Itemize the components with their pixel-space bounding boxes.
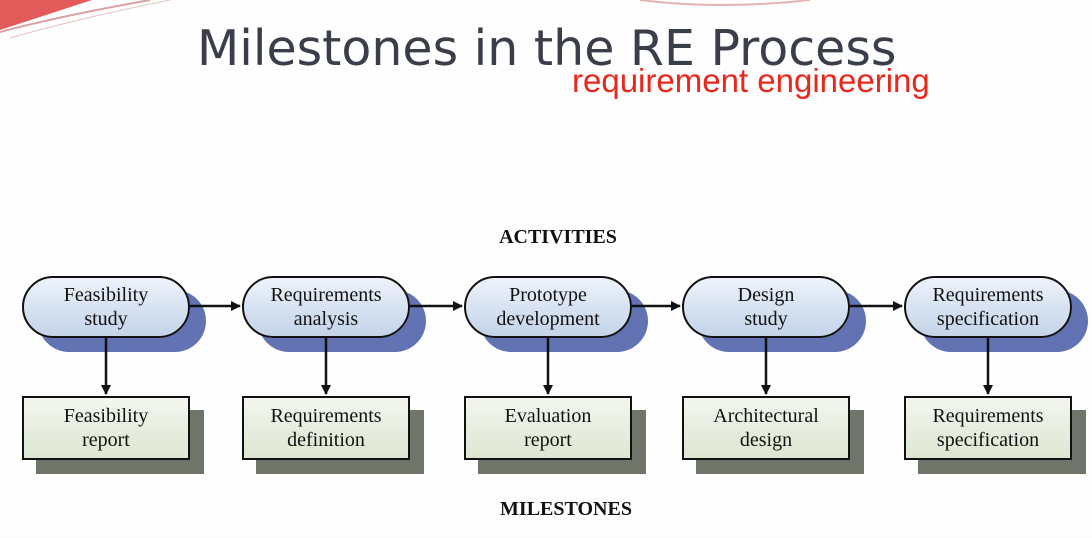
activity-line: analysis — [293, 308, 359, 330]
milestone-line: Architectural — [713, 405, 819, 427]
milestone-requirements-specification: Requirements specification — [904, 396, 1072, 460]
activity-line: specification — [936, 308, 1040, 330]
milestones-label: MILESTONES — [500, 498, 632, 520]
activity-feasibility-study: Feasibility study — [22, 276, 190, 338]
activity-design-study: Design study — [682, 276, 850, 338]
activity-prototype-development: Prototype development — [464, 276, 632, 338]
milestone-requirements-definition: Requirements definition — [242, 396, 410, 460]
activity-line: Design — [737, 284, 795, 306]
milestone-line: Evaluation — [504, 405, 592, 427]
activity-requirements-analysis: Requirements analysis — [242, 276, 410, 338]
milestone-line: definition — [287, 429, 365, 451]
milestone-evaluation-report: Evaluation report — [464, 396, 632, 460]
milestone-line: specification — [936, 429, 1040, 451]
milestone-line: report — [82, 429, 130, 451]
milestone-line: Requirements — [932, 405, 1044, 427]
activity-line: Requirements — [932, 284, 1044, 306]
slide-title: Milestones in the RE Process — [197, 20, 897, 77]
activity-line: Feasibility — [63, 284, 149, 306]
milestone-architectural-design: Architectural design — [682, 396, 850, 460]
activity-line: study — [84, 308, 128, 330]
activity-line: development — [496, 308, 600, 330]
milestone-line: report — [524, 429, 572, 451]
activity-line: study — [744, 308, 788, 330]
activities-label: ACTIVITIES — [499, 226, 617, 248]
milestone-line: Requirements — [270, 405, 382, 427]
milestone-feasibility-report: Feasibility report — [22, 396, 190, 460]
slide-decoration — [0, 0, 811, 39]
activity-line: Requirements — [270, 284, 382, 306]
activity-line: Prototype — [509, 284, 587, 306]
milestone-line: Feasibility — [63, 405, 149, 427]
handwritten-annotation: requirement engineering — [572, 62, 930, 99]
activity-requirements-specification: Requirements specification — [904, 276, 1072, 338]
milestone-line: design — [739, 429, 793, 451]
